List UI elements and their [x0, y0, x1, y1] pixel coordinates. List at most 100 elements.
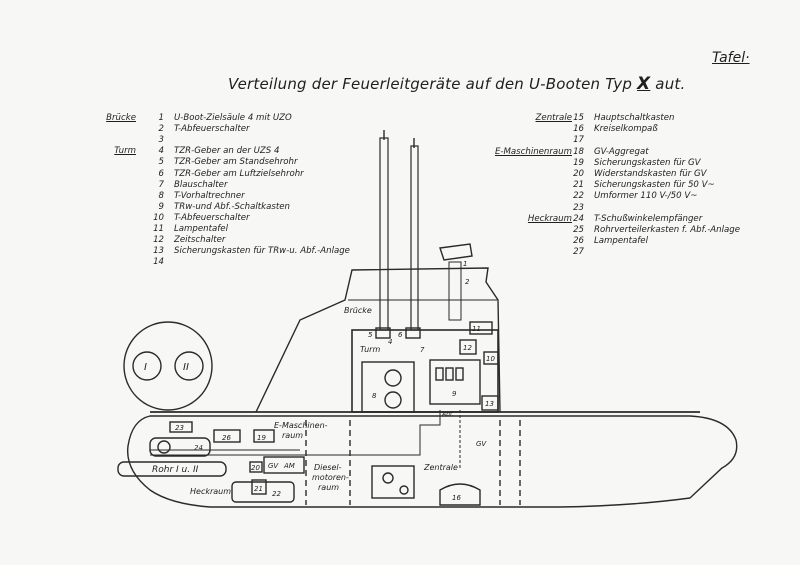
part-8: 8 — [372, 392, 377, 400]
legend-text: Blauschalter — [174, 179, 228, 190]
title-text: Verteilung der Feuerleitgeräte auf den U… — [228, 75, 638, 93]
legend-text: T-Schußwinkelempfänger — [594, 213, 703, 224]
legend-number: 4 — [158, 146, 164, 157]
legend-text: Kreiselkompaß — [594, 124, 658, 135]
label-diesel-2: motoren- — [312, 473, 349, 482]
legend-text: T-Vorhaltrechner — [174, 190, 245, 201]
legend-number: 21 — [573, 180, 584, 191]
label-e-maschinen-1: E-Maschinen- — [274, 421, 328, 430]
box-12 — [459, 339, 477, 355]
periscope-2 — [410, 145, 419, 331]
box-26 — [213, 429, 241, 443]
part-am: AM — [283, 462, 295, 470]
part-21: 21 — [254, 485, 263, 493]
legend-section: Brücke — [106, 113, 136, 123]
part-1: 1 — [463, 260, 467, 268]
legend-text: TZR-Geber an der UZS 4 — [174, 146, 280, 157]
legend-text: Zeitschalter — [174, 235, 226, 246]
legend-number: 6 — [158, 168, 164, 179]
legend-number: 22 — [573, 191, 584, 202]
legend-number: 2 — [158, 124, 164, 135]
legend-text: Sicherungskasten für GV — [594, 157, 701, 168]
legend-number: 3 — [158, 135, 164, 146]
legend-section: Turm — [114, 146, 136, 157]
part-5: 5 — [368, 331, 373, 339]
conning-tower — [255, 267, 501, 413]
label-rohr: Rohr I u. II — [152, 465, 199, 475]
part-7: 7 — [420, 346, 425, 354]
part-2: 2 — [465, 278, 470, 286]
label-turm: Turm — [360, 345, 380, 354]
legend-number: 25 — [573, 225, 584, 235]
legend-text: T-Abfeuerschalter — [174, 124, 250, 135]
hull-cross-section — [123, 321, 213, 411]
box-11 — [469, 321, 493, 335]
legend-section: Heckraum — [527, 213, 572, 224]
plate-label: Tafel· — [712, 50, 750, 66]
legend-text: Rohrverteilerkasten f. Abf.-Anlage — [594, 225, 741, 235]
apparatus-8 — [361, 361, 415, 413]
box-13 — [481, 395, 499, 411]
legend-left: Brücke 1 U-Boot-Zielsäule 4 mit UZO 2 T-Abfe… — [0, 112, 360, 272]
legend-number: 18 — [573, 146, 584, 157]
part-20: 20 — [251, 464, 260, 472]
box-23 — [169, 421, 193, 433]
legend-number: 26 — [573, 236, 584, 247]
box-10 — [483, 351, 499, 365]
legend-text: TZR-Geber am Luftzielsehrohr — [174, 168, 304, 179]
uzo-head — [439, 243, 473, 261]
label-heckraum: Heckraum — [190, 487, 231, 496]
label-e-maschinen-2: raum — [282, 431, 303, 440]
title-suffix: aut. — [650, 75, 686, 93]
legend-text: Sicherungskasten für 50 V~ — [594, 180, 715, 191]
label-tube-ii: II — [183, 362, 189, 373]
label-diesel-1: Diesel- — [314, 463, 342, 472]
part-22: 22 — [272, 490, 281, 498]
legend-text: U-Boot-Zielsäule 4 mit UZO — [174, 113, 292, 123]
label-bruecke: Brücke — [344, 306, 372, 315]
legend-text: Hauptschaltkasten — [594, 113, 675, 123]
hull-outline — [126, 415, 738, 508]
part-16: 16 — [452, 494, 461, 502]
label-tube-i: I — [144, 362, 147, 373]
part-gv: GV — [268, 462, 279, 470]
legend-text: Lampentafel — [594, 236, 648, 247]
box-5 — [375, 327, 391, 339]
uzo-column — [448, 261, 462, 321]
cable-label-abf: Abf. — [441, 411, 454, 418]
legend-text: TRw-und Abf.-Schaltkasten — [174, 201, 290, 212]
cable-label-gv: GV — [476, 440, 487, 448]
box-21 — [251, 479, 267, 495]
periscope-1 — [379, 137, 389, 331]
legend-number: 5 — [158, 157, 164, 168]
legend-number: 27 — [573, 247, 584, 258]
legend-text: GV-Aggregat — [594, 146, 649, 157]
box-24 — [149, 437, 211, 457]
legend-text: Sicherungskasten für TRw-u. Abf.-Anlage — [174, 246, 350, 257]
legend-number: 13 — [153, 246, 164, 257]
part-26: 26 — [222, 434, 231, 442]
torpedo-tube — [117, 461, 227, 477]
legend-number: 20 — [573, 169, 584, 179]
legend-text: Widerstandskasten für GV — [594, 169, 707, 179]
legend-section: Zentrale — [535, 113, 572, 123]
part-11: 11 — [472, 325, 481, 333]
part-4: 4 — [388, 338, 392, 346]
part-23: 23 — [175, 424, 184, 432]
legend-number: 7 — [158, 179, 164, 190]
gyrocompass-16 — [439, 483, 481, 506]
legend-number: 23 — [573, 202, 584, 213]
label-diesel-3: raum — [318, 483, 339, 492]
legend-number: 24 — [573, 213, 584, 224]
legend-number: 1 — [158, 113, 164, 123]
part-10: 10 — [486, 355, 495, 363]
legend-text: Umformer 110 V-/50 V~ — [594, 191, 698, 202]
legend-text: Lampentafel — [174, 224, 228, 234]
apparatus-9 — [429, 359, 481, 405]
part-19: 19 — [257, 434, 266, 442]
legend-number: 19 — [573, 157, 584, 168]
turm-compartment — [351, 329, 499, 413]
legend-number: 12 — [153, 235, 164, 246]
